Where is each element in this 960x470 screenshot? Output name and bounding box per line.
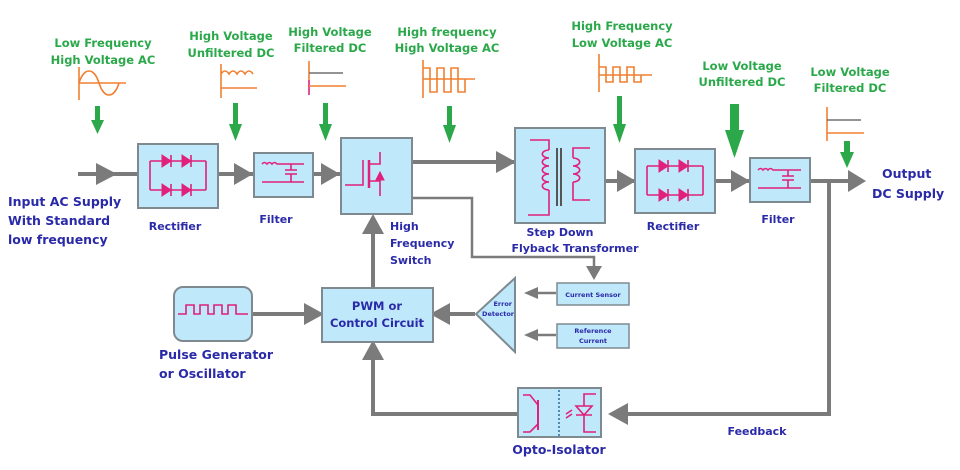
opto-isolator-block[interactable] — [517, 387, 602, 438]
pulse-generator-block[interactable] — [173, 286, 253, 342]
error-detector-block[interactable]: Error Detector — [474, 275, 516, 355]
green-arrow-icon — [840, 141, 854, 168]
label-line2: With Standard — [8, 213, 110, 228]
label: Current Sensor — [565, 291, 621, 299]
rectifier-2-label: Rectifier — [647, 220, 700, 233]
pulse-wave-icon — [178, 304, 248, 315]
waveform-label-line1: High Voltage — [189, 29, 273, 43]
rectifier-1-block[interactable] — [137, 143, 219, 209]
filter-2-block[interactable] — [749, 157, 811, 203]
diode-bridge-icon — [646, 159, 704, 202]
square-wave-small-icon — [598, 54, 652, 92]
filter-1-block[interactable] — [253, 152, 314, 198]
flyback-transformer-label: Step Down Flyback Transformer — [511, 226, 639, 255]
label-line2: DC Supply — [872, 186, 944, 201]
input-ac-supply-label: Input AC Supply With Standard low freque… — [8, 194, 121, 247]
optocoupler-icon — [523, 390, 596, 436]
green-arrow-icon — [725, 104, 744, 158]
flat-dc-icon — [308, 61, 346, 95]
rippled-dc-icon — [220, 64, 257, 98]
label-line1: Input AC Supply — [8, 194, 121, 209]
label-line2: Current — [579, 337, 607, 345]
label-line1: Output — [882, 166, 931, 181]
waveform-label-line1: Low Frequency — [54, 36, 152, 50]
waveform-label-line2: High Voltage AC — [395, 41, 500, 55]
label-line3: low frequency — [8, 232, 108, 247]
transformer-icon — [528, 139, 590, 216]
label-line2: Flyback Transformer — [511, 242, 639, 255]
waveform-label-hv-filtered-dc: High Voltage Filtered DC — [288, 25, 372, 55]
waveform-label-hf-hv-ac: High frequency High Voltage AC — [395, 25, 500, 55]
waveform-label-line1: Low Voltage — [810, 65, 889, 79]
waveform-label-lf-hv-ac: Low Frequency High Voltage AC — [51, 36, 156, 67]
square-wave-icon — [422, 60, 475, 98]
filter-2-label: Filter — [761, 213, 795, 226]
waveform-label-line1: High Voltage — [288, 25, 372, 39]
waveform-label-lv-unfiltered-dc: Low Voltage Unfiltered DC — [699, 59, 786, 89]
flat-dc-icon-output — [826, 107, 864, 141]
opto-isolator-label: Opto-Isolator — [512, 442, 606, 457]
label-line3: Switch — [390, 254, 431, 267]
pwm-control-block[interactable]: PWM or Control Circuit — [321, 287, 434, 343]
label-line2: Frequency — [390, 237, 454, 250]
waveform-label-lv-filtered-dc: Low Voltage Filtered DC — [810, 65, 889, 95]
signal-wires — [78, 151, 866, 425]
waveform-label-line2: High Voltage AC — [51, 53, 156, 67]
diode-bridge-icon — [149, 154, 207, 197]
feedback-label: Feedback — [728, 425, 788, 438]
green-arrow-icon — [91, 106, 104, 134]
high-frequency-switch-block[interactable] — [340, 137, 413, 215]
label-line1: Step Down — [526, 226, 593, 239]
rectifier-1-label: Rectifier — [149, 220, 202, 233]
waveform-label-line1: High Frequency — [571, 19, 673, 33]
mosfet-icon — [345, 152, 385, 196]
waveform-label-line2: Filtered DC — [294, 41, 367, 55]
waveform-label-line2: Low Voltage AC — [572, 36, 673, 50]
reference-current-block[interactable]: Reference Current — [556, 323, 630, 349]
waveform-label-line1: Low Voltage — [702, 59, 781, 73]
label-line2: Detector — [482, 310, 515, 318]
label-line1: Error — [493, 300, 512, 308]
lc-filter-icon — [261, 161, 304, 183]
label-line2: or Oscillator — [159, 366, 246, 381]
waveform-label-hv-unfiltered-dc: High Voltage Unfiltered DC — [188, 29, 275, 60]
sine-wave-icon — [78, 67, 126, 100]
green-arrow-icon — [613, 96, 626, 143]
label-line1: PWM or — [352, 299, 402, 313]
pulse-generator-label: Pulse Generator or Oscillator — [159, 347, 274, 381]
filter-1-label: Filter — [259, 213, 293, 226]
flyback-transformer-block[interactable] — [514, 127, 606, 224]
label-line2: Control Circuit — [330, 316, 425, 330]
high-frequency-switch-label: High Frequency Switch — [390, 220, 454, 267]
green-arrow-icon — [443, 106, 456, 143]
label-line1: Pulse Generator — [159, 347, 274, 362]
waveform-label-line2: Unfiltered DC — [188, 46, 275, 60]
current-sensor-block[interactable]: Current Sensor — [556, 282, 630, 306]
waveform-label-line2: Filtered DC — [814, 81, 887, 95]
output-dc-supply-label: Output DC Supply — [872, 166, 944, 201]
lc-filter-icon — [757, 167, 801, 189]
label-line1: Reference — [574, 327, 612, 335]
waveform-label-hf-lv-ac: High Frequency Low Voltage AC — [571, 19, 673, 50]
waveform-label-line2: Unfiltered DC — [699, 75, 786, 89]
rectifier-2-block[interactable] — [634, 148, 716, 214]
green-arrow-icon — [319, 103, 332, 141]
green-arrow-icon — [229, 103, 242, 141]
label-line1: High — [390, 220, 419, 233]
waveform-label-line1: High frequency — [397, 25, 497, 39]
